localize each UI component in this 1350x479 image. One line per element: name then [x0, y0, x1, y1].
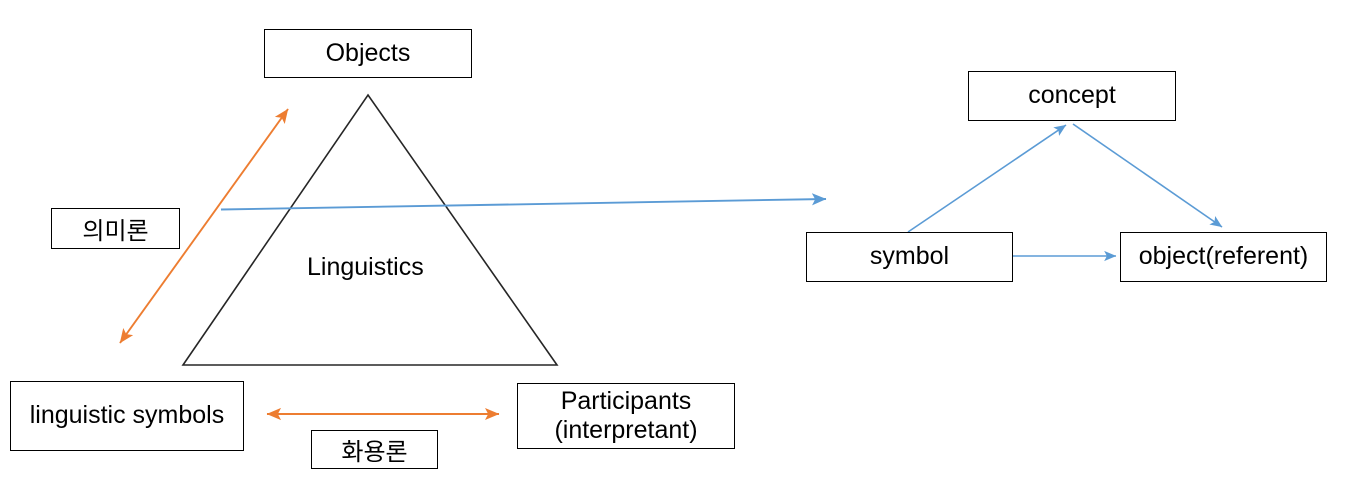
symbol-to-concept-arrow: [907, 124, 1067, 233]
concept-to-object-arrow: [1072, 123, 1223, 228]
orange-diagonal-double-arrow: [119, 108, 289, 344]
semantics-label: 의미론: [82, 218, 149, 245]
participants-label: Participants (interpretant): [554, 386, 698, 445]
objects-label: Objects: [325, 38, 411, 67]
linguistic-symbols-label: linguistic symbols: [29, 401, 225, 430]
object-referent-box[interactable]: object(referent): [1120, 232, 1327, 282]
linguistic-symbols-box[interactable]: linguistic symbols: [10, 381, 244, 451]
concept-box[interactable]: concept: [968, 71, 1176, 121]
symbol-box[interactable]: symbol: [806, 232, 1013, 282]
symbol-label: symbol: [869, 242, 950, 271]
objects-box[interactable]: Objects: [264, 29, 472, 78]
semantics-annotation-box[interactable]: 의미론: [51, 208, 180, 249]
object-referent-label: object(referent): [1138, 242, 1309, 271]
participants-box[interactable]: Participants (interpretant): [517, 383, 735, 449]
linguistics-label: Linguistics: [307, 253, 424, 281]
pragmatics-annotation-box[interactable]: 화용론: [311, 430, 438, 469]
concept-label: concept: [1028, 81, 1116, 110]
pragmatics-label: 화용론: [341, 439, 408, 466]
blue-horizontal-arrow: [220, 193, 827, 211]
